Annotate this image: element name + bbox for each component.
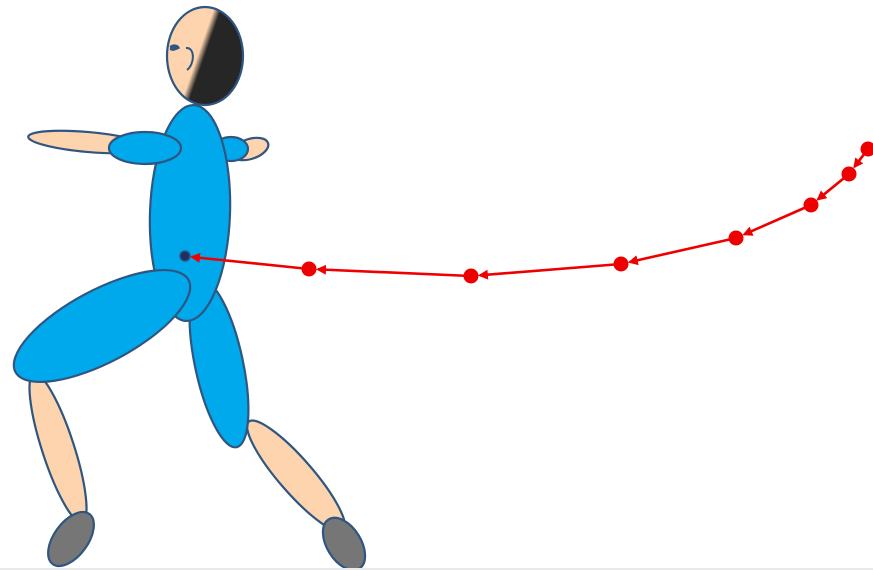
head [167, 7, 243, 105]
front-lower-leg [19, 369, 98, 527]
trajectory-layer [192, 142, 873, 284]
trajectory-point [861, 142, 873, 157]
trajectory-segment [318, 269, 471, 276]
trajectory-point [302, 262, 317, 277]
trajectory-point [804, 198, 819, 213]
trajectory-point [464, 269, 479, 284]
trajectory-point [614, 257, 629, 272]
eye [170, 45, 179, 50]
center-of-mass-marker [180, 251, 190, 261]
trajectory-segment [744, 205, 811, 234]
front-thigh [0, 248, 205, 404]
trajectory-segment [480, 264, 621, 275]
trajectory-segment [630, 238, 736, 262]
trajectory-point [842, 167, 857, 182]
front-upper-arm [109, 132, 181, 164]
stick-figure [0, 7, 374, 570]
trajectory-point [729, 231, 744, 246]
